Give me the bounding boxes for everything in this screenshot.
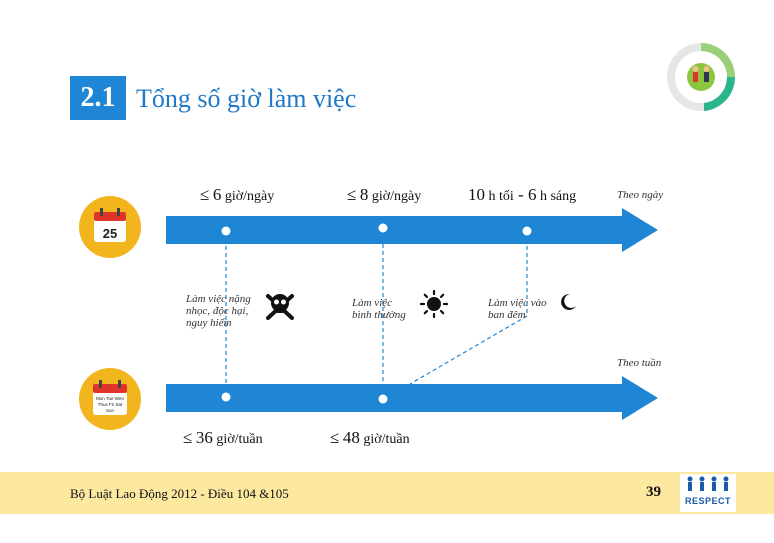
week-timeline-label: Theo tuần: [617, 357, 662, 369]
page-title: Tổng số giờ làm việc: [136, 84, 357, 113]
calendar-day-icon: 25: [79, 196, 141, 258]
respect-logo: [680, 474, 736, 512]
calendar-week-line-1: Mon Tue Wen: [96, 396, 124, 401]
note-normal-work: Làm việc bình thường: [352, 297, 406, 321]
calendar-week-line-2: Thus Fri Sat: [98, 402, 123, 407]
calendar-week-line-3: Sun: [106, 408, 115, 413]
day-timeline-label: Theo ngày: [617, 189, 664, 201]
day-label-8h: ≤ 8 giờ/ngày: [347, 185, 422, 204]
moon-icon: [561, 293, 576, 310]
section-number: 2.1: [70, 76, 126, 120]
skull-crossbones-icon: [266, 294, 294, 320]
note-night-work: Làm việc vào ban đêm: [488, 297, 547, 321]
sun-icon: [420, 290, 448, 318]
calendar-day-number: 25: [103, 226, 117, 241]
footer-bar: [0, 472, 774, 514]
day-label-night: 10 h tối - 6 h sáng: [468, 185, 577, 204]
week-dot-48: [378, 394, 388, 404]
day-dot-6: [221, 226, 231, 236]
day-arrow: [166, 208, 658, 252]
people-icon: [687, 476, 729, 491]
day-dot-8: [378, 223, 388, 233]
respect-logo-text: RESPECT: [684, 496, 731, 506]
connector-night-diagonal: [409, 315, 528, 385]
day-label-6h: ≤ 6 giờ/ngày: [200, 185, 275, 204]
week-label-48h: ≤ 48 giờ/tuần: [330, 428, 410, 447]
week-arrow: [166, 376, 658, 420]
program-logo-icon: [667, 43, 736, 111]
page-number: 39: [646, 484, 661, 500]
footer-law-reference: Bộ Luật Lao Động 2012 - Điều 104 &105: [70, 486, 289, 501]
week-label-36h: ≤ 36 giờ/tuần: [183, 428, 263, 447]
day-dot-night: [522, 226, 532, 236]
week-dot-36: [221, 392, 231, 402]
calendar-week-icon: Mon Tue Wen Thus Fri Sat Sun: [79, 368, 141, 430]
note-heavy-work: Làm việc nặng nhọc, độc hại, nguy hiểm: [186, 293, 251, 329]
